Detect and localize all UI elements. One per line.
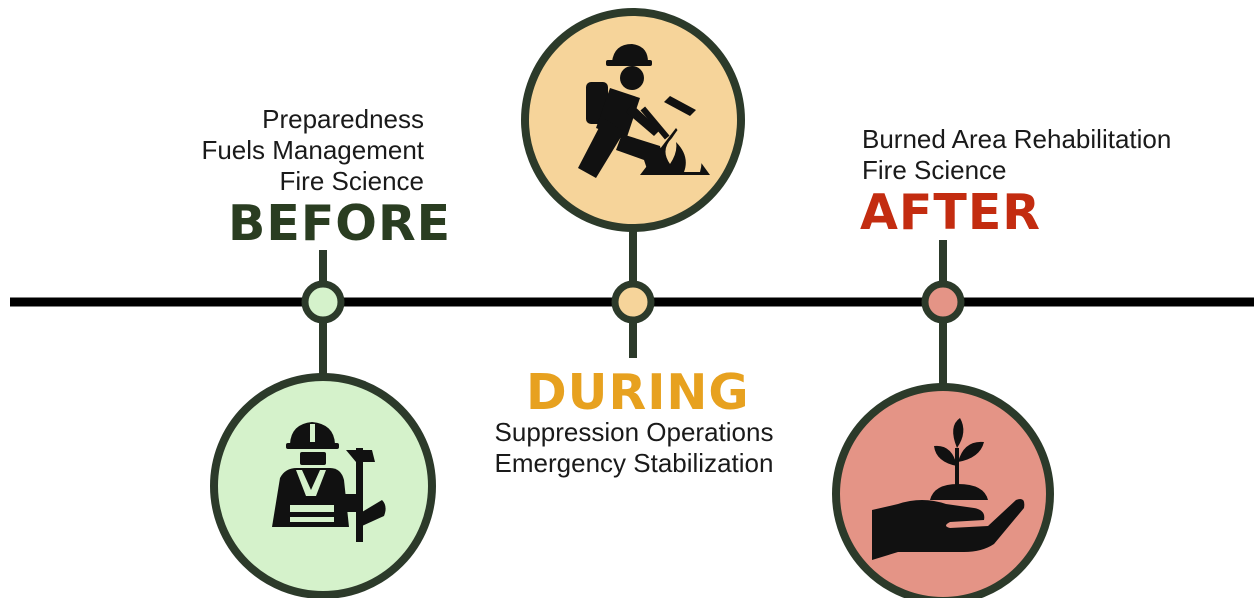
after-label: AFTER [860, 184, 1042, 241]
firefighter-digging-fire-icon [578, 44, 710, 178]
after-item: Fire Science [862, 155, 1007, 185]
during-items-list: Suppression Operations Emergency Stabili… [488, 417, 780, 479]
after-circle [832, 383, 1054, 598]
during-label: DURING [526, 364, 750, 421]
firefighter-with-axe-icon [272, 422, 386, 542]
hand-holding-seedling-icon [872, 418, 1025, 560]
before-circle [210, 373, 436, 598]
before-label: BEFORE [228, 195, 452, 252]
before-item: Preparedness [262, 104, 424, 134]
during-item: Emergency Stabilization [494, 448, 774, 478]
after-items-list: Burned Area Rehabilitation Fire Science [862, 124, 1171, 186]
before-items-list: Preparedness Fuels Management Fire Scien… [201, 104, 424, 197]
after-timeline-dot [921, 280, 965, 324]
before-timeline-dot [301, 280, 345, 324]
during-timeline-dot [611, 280, 655, 324]
during-circle [521, 8, 745, 232]
during-item: Suppression Operations [494, 417, 774, 447]
after-item: Burned Area Rehabilitation [862, 124, 1172, 154]
before-item: Fire Science [279, 166, 425, 196]
before-item: Fuels Management [201, 135, 424, 165]
